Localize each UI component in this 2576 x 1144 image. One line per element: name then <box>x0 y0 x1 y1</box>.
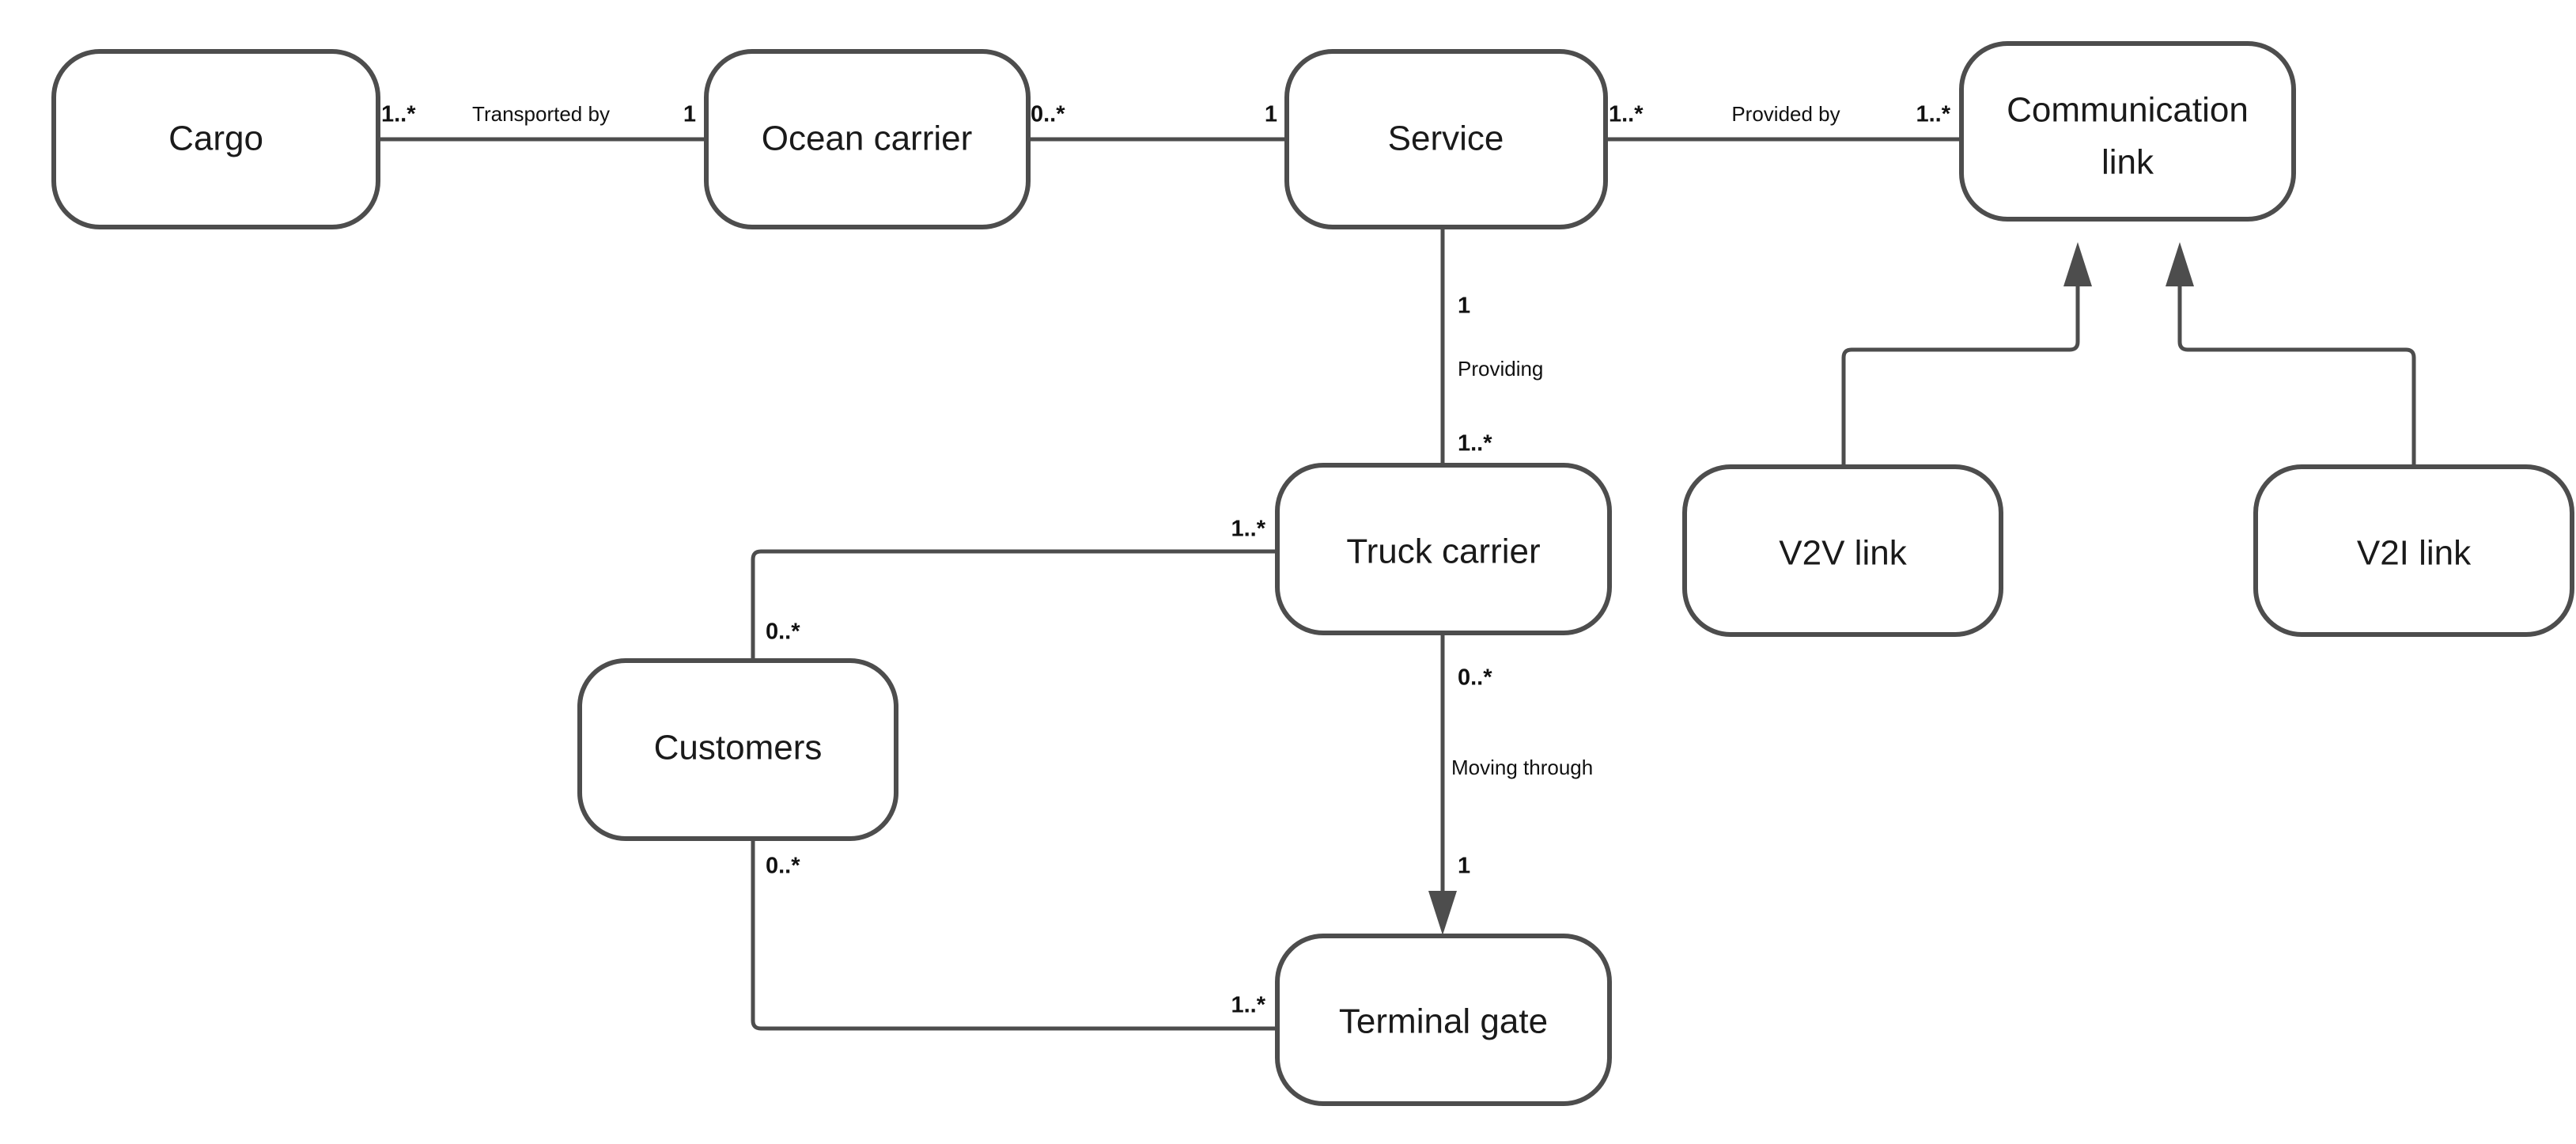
node-service[interactable]: Service <box>1284 49 1608 229</box>
multiplicity-service-comm-source: 1..* <box>1609 102 1644 127</box>
multiplicity-cargo-ocean-source: 1..* <box>381 102 416 127</box>
node-customers[interactable]: Customers <box>577 658 898 841</box>
node-terminal-gate[interactable]: Terminal gate <box>1275 934 1612 1106</box>
node-shape <box>51 49 380 229</box>
edge-v2i-link-communication-link[interactable] <box>2166 242 2416 467</box>
node-shape <box>1959 41 2296 222</box>
node-communication-link[interactable]: Communication link <box>1959 41 2296 222</box>
relationship-label-transported-by: Transported by <box>472 102 610 126</box>
node-v2i-link[interactable]: V2I link <box>2253 464 2574 637</box>
relationship-label-providing: Providing <box>1458 357 1543 381</box>
node-label-ocean-carrier: Ocean carrier <box>762 119 973 158</box>
arrowhead-down-icon <box>1428 891 1457 935</box>
multiplicity-ocean-service-target: 1 <box>1265 102 1277 127</box>
multiplicity-customers-terminal-source: 0..* <box>766 854 800 879</box>
node-label-v2i-link: V2I link <box>2357 534 2472 573</box>
node-cargo[interactable]: Cargo <box>51 49 380 229</box>
node-shape <box>2253 464 2574 637</box>
node-shape <box>1284 49 1608 229</box>
node-label-truck-carrier: Truck carrier <box>1346 532 1540 571</box>
arrowhead-up-icon <box>2063 242 2092 286</box>
node-shape <box>1682 464 2003 637</box>
relationship-label-moving-through: Moving through <box>1451 756 1593 779</box>
multiplicity-customers-terminal-target: 1..* <box>1231 993 1265 1018</box>
node-label-communication-link-line2: link <box>2101 143 2154 182</box>
node-shape <box>1275 463 1612 635</box>
multiplicity-truck-service-source: 1..* <box>1458 431 1492 456</box>
node-label-customers: Customers <box>654 729 823 767</box>
multiplicity-truck-terminal-target: 1 <box>1458 854 1470 879</box>
node-label-communication-link-line1: Communication <box>2007 91 2249 130</box>
edge-line <box>751 549 1277 661</box>
node-label-cargo: Cargo <box>168 119 263 158</box>
node-shape <box>704 49 1031 229</box>
multiplicity-service-comm-target: 1..* <box>1916 102 1950 127</box>
node-ocean-carrier[interactable]: Ocean carrier <box>704 49 1031 229</box>
multiplicity-customers-truck-target: 1..* <box>1231 517 1265 542</box>
edge-line <box>751 839 1277 1031</box>
multiplicity-cargo-ocean-target: 1 <box>683 102 696 127</box>
node-truck-carrier[interactable]: Truck carrier <box>1275 463 1612 635</box>
node-label-v2v-link: V2V link <box>1779 534 1907 573</box>
relationship-label-provided-by: Provided by <box>1731 102 1840 126</box>
edge-truck-carrier-terminal-gate[interactable] <box>1428 633 1457 935</box>
node-label-service: Service <box>1388 119 1504 158</box>
edge-line <box>2177 269 2416 467</box>
node-v2v-link[interactable]: V2V link <box>1682 464 2003 637</box>
multiplicity-ocean-service-source: 0..* <box>1031 102 1065 127</box>
multiplicity-customers-truck-source: 0..* <box>766 619 800 645</box>
node-label-terminal-gate: Terminal gate <box>1339 1002 1548 1041</box>
multiplicity-truck-service-target: 1 <box>1458 294 1470 319</box>
edge-customers-terminal-gate[interactable] <box>751 839 1277 1031</box>
node-shape <box>577 658 898 841</box>
node-shape <box>1275 934 1612 1106</box>
edge-v2v-link-communication-link[interactable] <box>1841 242 2092 467</box>
multiplicity-truck-terminal-source: 0..* <box>1458 665 1492 691</box>
edge-line <box>1841 269 2080 467</box>
arrowhead-up-icon <box>2166 242 2194 286</box>
edge-customers-truck-carrier[interactable] <box>751 549 1277 661</box>
